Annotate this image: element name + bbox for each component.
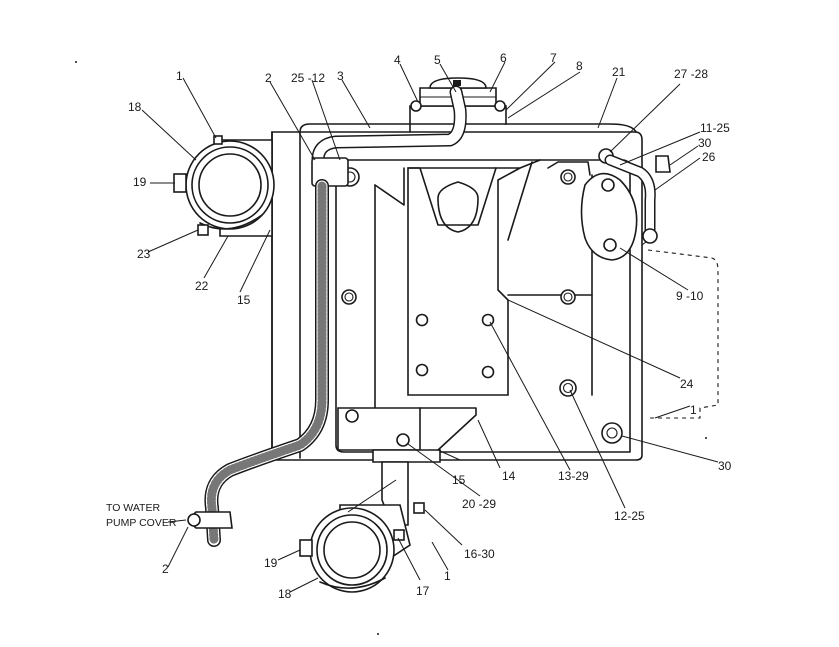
callout-label: 3	[337, 69, 344, 83]
bolt-icon	[415, 363, 429, 377]
bolt-icon	[396, 433, 410, 447]
leader-lines	[141, 61, 719, 593]
callout-label: 1	[176, 69, 183, 83]
callout-label: 17	[416, 584, 430, 598]
callout-label: 2	[265, 71, 272, 85]
bolt-icon	[345, 409, 359, 423]
callout-label: 15	[452, 473, 466, 487]
callout-label: 25 -12	[291, 71, 325, 85]
callout-label: 30	[698, 136, 712, 150]
side-tube	[604, 154, 671, 244]
callout-label: 2	[162, 562, 169, 576]
callout-label: 12-25	[614, 509, 645, 523]
callout-label: 11-25	[700, 121, 730, 135]
note-line: TO WATER	[106, 502, 160, 514]
callout-label: 7	[550, 51, 557, 65]
callout-labels: 1 2 25 -12 3 4 5 6 7 8 21 27 -28 11-25 3…	[128, 51, 732, 601]
callout-label: 8	[576, 59, 583, 73]
callout-label: 5	[434, 53, 441, 67]
callout-label: 4	[394, 53, 401, 67]
note-to-water-pump: TO WATER PUMP COVER	[106, 502, 177, 529]
callout-label: 9 -10	[676, 289, 704, 303]
bolt-icon	[341, 289, 357, 305]
callout-label: 23	[137, 247, 151, 261]
bolt-icon	[560, 169, 576, 185]
callout-label: 18	[278, 587, 292, 601]
stray-marks	[75, 61, 707, 635]
bolt-icon	[415, 313, 429, 327]
bolt-icon	[481, 365, 495, 379]
callout-label: 15	[237, 293, 251, 307]
callout-label: 6	[500, 51, 507, 65]
lower-filter-clamp	[299, 502, 425, 593]
bolt-icon	[481, 313, 495, 327]
callout-label: 16-30	[464, 547, 495, 561]
callout-label: 18	[128, 100, 142, 114]
bolt-icon	[560, 289, 576, 305]
callout-label: 19	[133, 175, 147, 189]
bolt-icon	[559, 379, 577, 397]
housing	[271, 123, 719, 526]
callout-label: 30	[718, 459, 732, 473]
callout-label: 24	[680, 377, 694, 391]
callout-label: 21	[612, 65, 626, 79]
note-line: PUMP COVER	[106, 517, 177, 529]
upper-filter-clamp	[173, 135, 275, 237]
hose-to-water-pump	[187, 179, 329, 547]
callout-label: 22	[195, 279, 209, 293]
callout-label: 1	[690, 403, 697, 417]
vent-tube	[311, 85, 467, 187]
callout-label: 19	[264, 556, 278, 570]
bolt-icon	[601, 422, 623, 444]
callout-label: 27 -28	[674, 67, 708, 81]
callout-label: 13-29	[558, 469, 589, 483]
callout-label: 20 -29	[462, 497, 496, 511]
callout-label: 1	[444, 569, 451, 583]
callout-label: 14	[502, 469, 516, 483]
callout-label: 26	[702, 150, 716, 164]
